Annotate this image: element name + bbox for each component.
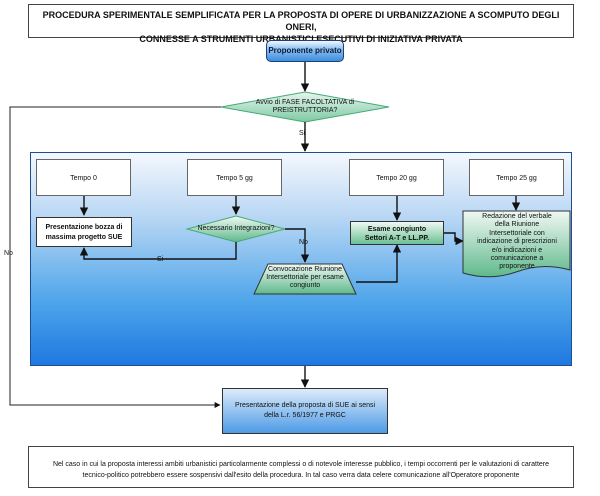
decision-main-no-label: No — [4, 250, 13, 257]
decision-main-label: Avvio di FASE FACOLTATIVA di PREISTRUTTO… — [255, 99, 355, 114]
diagram-title: PROCEDURA SPERIMENTALE SEMPLIFICATA PER … — [28, 4, 574, 44]
proposal-draft-box: Presentazione bozza di massima progetto … — [36, 217, 132, 247]
decision-integrations-label: Necessario Integrazioni? — [197, 225, 275, 232]
convocation-trapezoid — [253, 263, 357, 295]
time-box-25: Tempo 25 gg — [469, 159, 564, 196]
time-box-5: Tempo 5 gg — [187, 159, 282, 196]
decision-main-yes-label: Si — [299, 130, 306, 137]
time-box-0: Tempo 0 — [36, 159, 131, 196]
time-box-20: Tempo 20 gg — [349, 159, 444, 196]
footnote-box: Nel caso in cui la proposta interessi am… — [28, 446, 574, 488]
report-label: Redazione del verbale della Riunione Int… — [477, 213, 557, 271]
decision-integrations-no-label: No — [299, 239, 308, 246]
final-presentation-box: Presentazione della proposta di SUE ai s… — [222, 388, 388, 434]
joint-exam-box: Esame congiunto Settori A-T e LL.PP. — [350, 221, 444, 245]
start-node-proponente: Proponente privato — [266, 40, 344, 62]
convocation-label: Convocazione Riunione Intersettoriale pe… — [266, 266, 344, 289]
decision-integrations-yes-label: Si — [157, 256, 164, 263]
report-document-shape — [462, 210, 571, 278]
